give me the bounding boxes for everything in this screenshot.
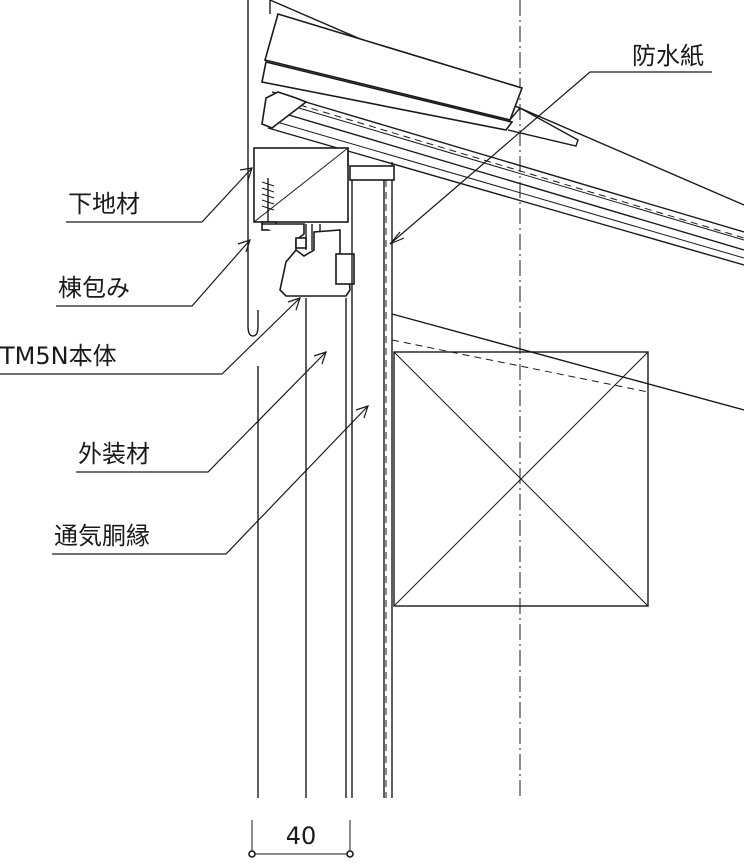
- label-base-material: 下地材: [68, 190, 140, 218]
- label-tm5n-body: TM5N本体: [0, 342, 117, 370]
- ridge-shingle: [261, 0, 579, 147]
- dimension-40: 40: [248, 820, 354, 858]
- label-waterproof-paper: 防水紙: [632, 42, 704, 70]
- ridge-cover-body: [247, 0, 259, 337]
- ridge-lap-piece: [261, 91, 308, 129]
- ceiling-slope: [391, 313, 744, 411]
- beam-cross-section: [393, 351, 649, 607]
- label-ridge-cover: 棟包み: [58, 274, 130, 302]
- label-ventilation-furring: 通気胴縁: [54, 522, 150, 550]
- dimension-value: 40: [286, 822, 317, 850]
- leader-lines: [0, 71, 712, 555]
- label-exterior-material: 外装材: [78, 440, 150, 468]
- tm5n-body-profile: [262, 223, 355, 297]
- wall-layers: [257, 162, 395, 798]
